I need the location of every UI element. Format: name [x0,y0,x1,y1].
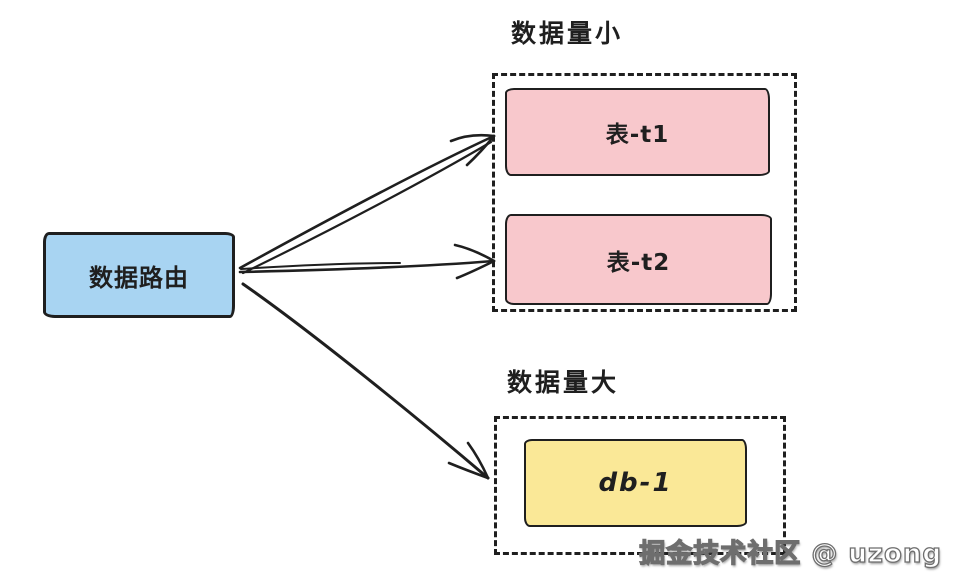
table-t1-label: 表-t1 [605,122,670,148]
group-small-container [492,73,797,312]
router-node: 数据路由 [43,232,235,318]
group-large-container [494,416,786,555]
group-small-title: 数据量小 [511,19,624,48]
table-t2-label: 表-t2 [606,249,671,276]
db-1-node: db-1 [524,439,747,527]
arrow-router-to-t1 [238,133,496,275]
arrow-router-to-t2 [238,243,496,280]
table-t1-node: 表-t1 [505,88,770,176]
group-large-title: 数据量大 [507,368,620,397]
arrow-router-to-db1 [241,282,490,480]
router-label: 数据路由 [89,263,189,292]
watermark: 掘金技术社区 @ uzong [639,538,942,569]
table-t2-node: 表-t2 [505,214,772,305]
db-1-label: db-1 [598,468,673,498]
